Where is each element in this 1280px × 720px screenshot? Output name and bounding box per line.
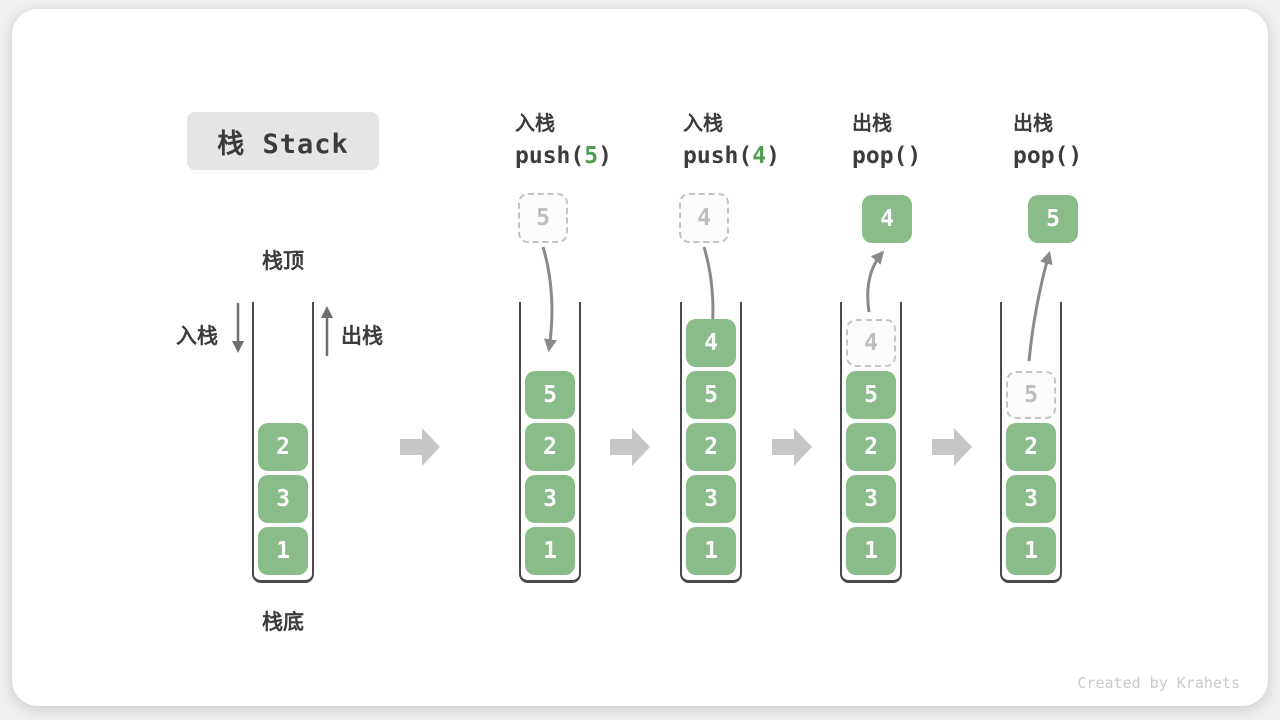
code-post: ) [766, 143, 780, 169]
stack-element: 2 [1006, 423, 1056, 471]
push-label: 入栈 [176, 324, 218, 348]
stack-element: 3 [525, 475, 575, 523]
title-badge: 栈 Stack [187, 112, 379, 170]
stack-element: 1 [525, 527, 575, 575]
code-pre: push( [683, 143, 753, 169]
incoming-value-box: 4 [679, 193, 729, 243]
pop-label: 出栈 [341, 324, 383, 348]
step-code-label: push(5) [515, 143, 665, 169]
step-header-pop1: 出栈 pop() [852, 107, 1002, 169]
stack-element: 3 [686, 475, 736, 523]
step-op-label: 入栈 [515, 111, 555, 135]
incoming-value-box: 5 [518, 193, 568, 243]
stack-container-pop4: 4 5 2 3 1 [840, 302, 902, 583]
step-header-pop2: 出栈 pop() [1013, 107, 1163, 169]
code-post: ) [598, 143, 612, 169]
popped-value-box: 5 [1028, 195, 1078, 243]
stack-container-push5: 5 2 3 1 [519, 302, 581, 583]
stack-bottom-label: 栈底 [262, 610, 304, 634]
stack-element: 2 [258, 423, 308, 471]
code-arg: 4 [752, 143, 767, 169]
stack-element: 1 [686, 527, 736, 575]
popped-value-box: 4 [862, 195, 912, 243]
step-op-label: 入栈 [683, 111, 723, 135]
stack-element: 2 [525, 423, 575, 471]
step-header-push5: 入栈 push(5) [515, 107, 665, 169]
stack-element: 3 [1006, 475, 1056, 523]
stack-element: 5 [525, 371, 575, 419]
stack-element: 4 [686, 319, 736, 367]
stack-container-push4: 4 5 2 3 1 [680, 302, 742, 583]
stack-element: 2 [686, 423, 736, 471]
stack-element: 5 [686, 371, 736, 419]
stack-top-label: 栈顶 [262, 249, 304, 273]
stack-element-ghost: 5 [1006, 371, 1056, 419]
stack-element: 1 [258, 527, 308, 575]
step-code-label: push(4) [683, 143, 833, 169]
stack-element: 1 [846, 527, 896, 575]
stack-element: 2 [846, 423, 896, 471]
stack-element-ghost: 4 [846, 319, 896, 367]
watermark: Created by Krahets [1077, 674, 1240, 692]
code-pre: push( [515, 143, 585, 169]
stack-container-pop5: 5 2 3 1 [1000, 302, 1062, 583]
code-pre: pop() [852, 143, 922, 169]
step-header-push4: 入栈 push(4) [683, 107, 833, 169]
code-pre: pop() [1013, 143, 1083, 169]
step-op-label: 出栈 [1013, 111, 1053, 135]
stack-element: 1 [1006, 527, 1056, 575]
step-code-label: pop() [1013, 143, 1163, 169]
stack-container-initial: 2 3 1 [252, 302, 314, 583]
step-op-label: 出栈 [852, 111, 892, 135]
stack-element: 5 [846, 371, 896, 419]
stack-element: 3 [846, 475, 896, 523]
step-code-label: pop() [852, 143, 1002, 169]
stack-element: 3 [258, 475, 308, 523]
code-arg: 5 [584, 143, 599, 169]
